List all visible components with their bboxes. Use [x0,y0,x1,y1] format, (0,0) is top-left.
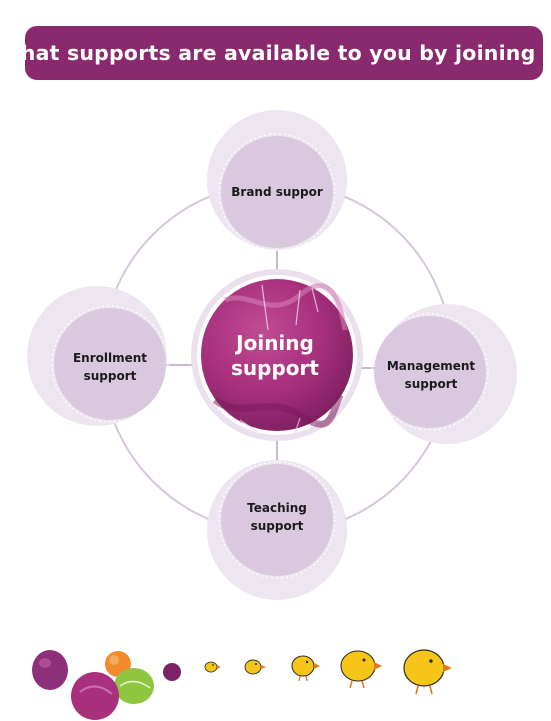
node-label-teaching-2: support [251,519,304,533]
chick-icon [244,659,266,675]
node-brand-support: Brand suppor [207,110,347,251]
node-label-management-1: Management [387,359,476,373]
node-joining-support: Joining support [191,269,363,441]
node-teaching-support: Teaching support [207,460,347,600]
node-enrollment-support: Enrollment support [27,286,169,426]
node-label-brand: Brand suppor [231,185,323,199]
small-berry-icon [163,663,181,681]
chick-icon [403,649,452,695]
support-diagram: Brand suppor Enrollment support Manageme… [27,110,517,600]
purple-berry-icon [32,650,68,690]
node-label-management-2: support [405,377,458,391]
chick-icon [340,650,382,689]
center-label-line1: Joining [234,331,314,355]
chick-icon [204,661,221,673]
center-label-line2: support [231,356,319,380]
green-leaf-icon [114,668,154,704]
node-management-support: Management support [371,304,517,444]
title-banner: What supports are available to you by jo… [0,26,551,80]
chick-icon [291,655,320,682]
page-title: What supports are available to you by jo… [0,41,551,65]
node-label-enrollment-2: support [84,369,137,383]
plum-icon [71,672,119,720]
node-label-teaching-1: Teaching [247,501,307,515]
decorative-footer [32,649,452,720]
node-label-enrollment-1: Enrollment [73,351,147,365]
